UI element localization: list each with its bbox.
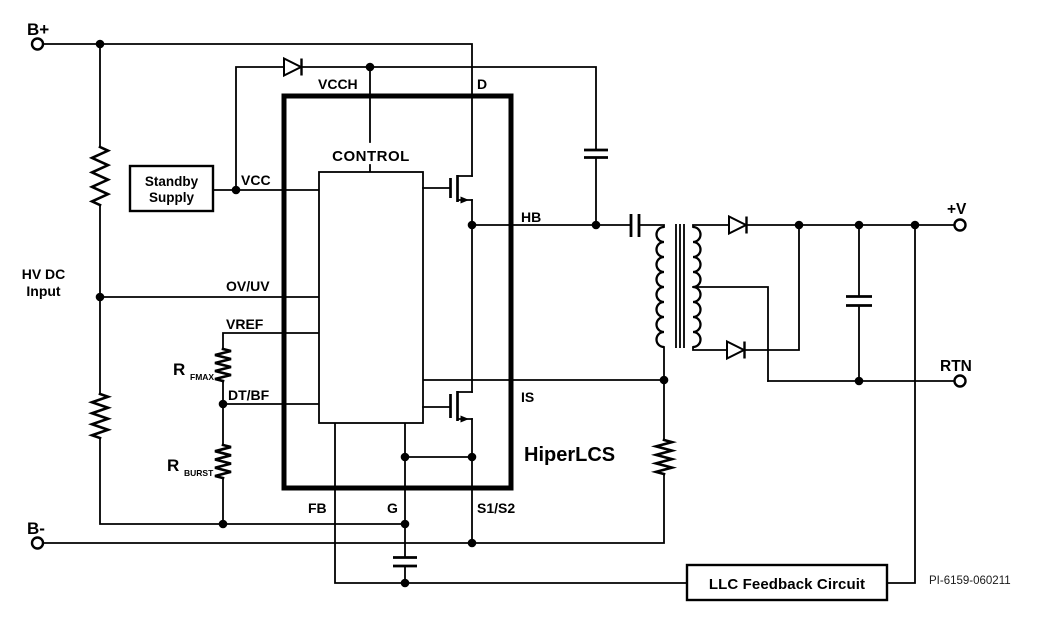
- fb-bypass-capacitor: [393, 556, 417, 568]
- resistor-divider-lower: [88, 392, 112, 440]
- net-is: [422, 346, 665, 441]
- label-vout: +V: [947, 201, 967, 218]
- net-dtbf: [222, 380, 320, 446]
- label-bplus: B+: [27, 20, 49, 39]
- net-hb: [471, 199, 665, 228]
- resistor-divider-upper: [88, 145, 112, 207]
- vcch-diode: [283, 56, 304, 78]
- transformer-core: [675, 224, 685, 348]
- label-standby-line2: Supply: [149, 190, 194, 205]
- net-diode2-out: [743, 224, 800, 351]
- net-bplus-d: [42, 43, 473, 177]
- label-hvdc-line2: Input: [26, 283, 61, 299]
- junction-dots: [95, 39, 920, 588]
- pin-label-vcc: VCC: [241, 172, 271, 188]
- pin-label-vref: VREF: [226, 316, 264, 332]
- high-side-mosfet: [422, 175, 473, 204]
- transformer-primary-winding: [655, 225, 665, 349]
- label-control: CONTROL: [332, 148, 410, 165]
- label-hiperlcs: HiperLCS: [524, 444, 615, 466]
- control-block: [318, 171, 424, 424]
- label-rtn: RTN: [940, 358, 972, 375]
- terminal-bminus: [30, 536, 45, 550]
- label-rfmax-symbol: R: [173, 360, 185, 379]
- label-rburst-symbol: R: [167, 456, 179, 475]
- transformer: [655, 224, 702, 349]
- resistor-rfmax: [214, 347, 232, 383]
- label-bminus: B-: [27, 519, 45, 538]
- pin-label-fb: FB: [308, 500, 327, 516]
- output-capacitor: [846, 295, 872, 307]
- label-standby-line1: Standby: [145, 174, 199, 189]
- resistor-rburst: [214, 443, 232, 480]
- label-part-number: PI-6159-060211: [929, 575, 1011, 587]
- pin-label-vcch: VCCH: [318, 76, 358, 92]
- label-llc-feedback: LLC Feedback Circuit: [709, 576, 865, 593]
- terminal-vout: [953, 218, 967, 232]
- hiperlcs-ic-outline: [281, 93, 514, 491]
- low-side-mosfet: [422, 391, 473, 423]
- resistor-is-shunt: [650, 438, 678, 476]
- pin-label-hb: HB: [521, 209, 541, 225]
- label-hvdc-line1: HV DC: [22, 266, 66, 282]
- net-vref: [222, 332, 320, 350]
- terminal-rtn: [953, 374, 967, 388]
- net-vcc: [212, 66, 320, 191]
- pin-label-dtbf: DT/BF: [228, 387, 270, 403]
- transformer-secondary-winding: [692, 225, 702, 349]
- bootstrap-capacitor: [584, 148, 608, 159]
- net-bminus: [42, 473, 665, 544]
- pin-label-s1s2: S1/S2: [477, 500, 515, 516]
- net-vcch: [301, 66, 597, 226]
- standby-supply-box: [128, 164, 215, 213]
- rectifier-diode-top: [728, 214, 749, 236]
- net-source-internal: [404, 418, 473, 458]
- net-secondary-tap: [692, 286, 769, 382]
- net-feedback-sense: [886, 224, 916, 584]
- llc-feedback-box: [685, 563, 889, 602]
- label-rfmax-subscript: FMAX: [190, 372, 214, 382]
- net-secondary-top: [692, 224, 730, 228]
- pin-label-is: IS: [521, 389, 534, 405]
- net-secondary-bottom: [692, 346, 728, 351]
- resonant-capacitor: [629, 214, 641, 237]
- pin-label-g: G: [387, 500, 398, 516]
- label-rburst-subscript: BURST: [184, 468, 214, 478]
- pin-label-d: D: [477, 76, 487, 92]
- terminal-bplus: [30, 37, 45, 51]
- pin-label-ovuv: OV/UV: [226, 278, 270, 294]
- rectifier-diode-bottom: [726, 339, 747, 361]
